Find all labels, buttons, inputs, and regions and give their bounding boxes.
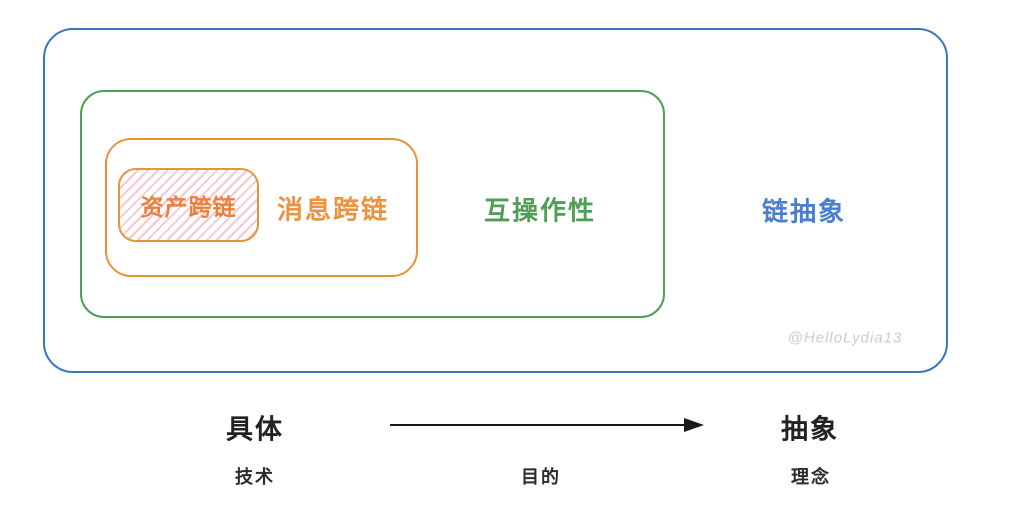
chain-abstraction-box <box>43 28 948 373</box>
bottom-label-purpose: 目的 <box>521 467 561 487</box>
asset-crosschain-label: 资产跨链 <box>140 194 237 220</box>
message-crosschain-label: 消息跨链 <box>276 194 390 225</box>
bottom-label-technology: 技术 <box>235 467 275 487</box>
chain-abstraction-label: 链抽象 <box>761 196 847 227</box>
interoperability-label: 互操作性 <box>483 195 597 226</box>
axis-right-label: 抽象 <box>781 414 839 445</box>
bottom-label-concept: 理念 <box>791 467 831 487</box>
axis-arrow <box>390 418 704 432</box>
axis-left-label: 具体 <box>226 414 284 445</box>
watermark: @HelloLydia13 <box>787 329 903 347</box>
interoperability-box <box>80 90 665 318</box>
asset-crosschain-box: 资产跨链 <box>118 168 259 242</box>
message-crosschain-box <box>105 138 418 277</box>
